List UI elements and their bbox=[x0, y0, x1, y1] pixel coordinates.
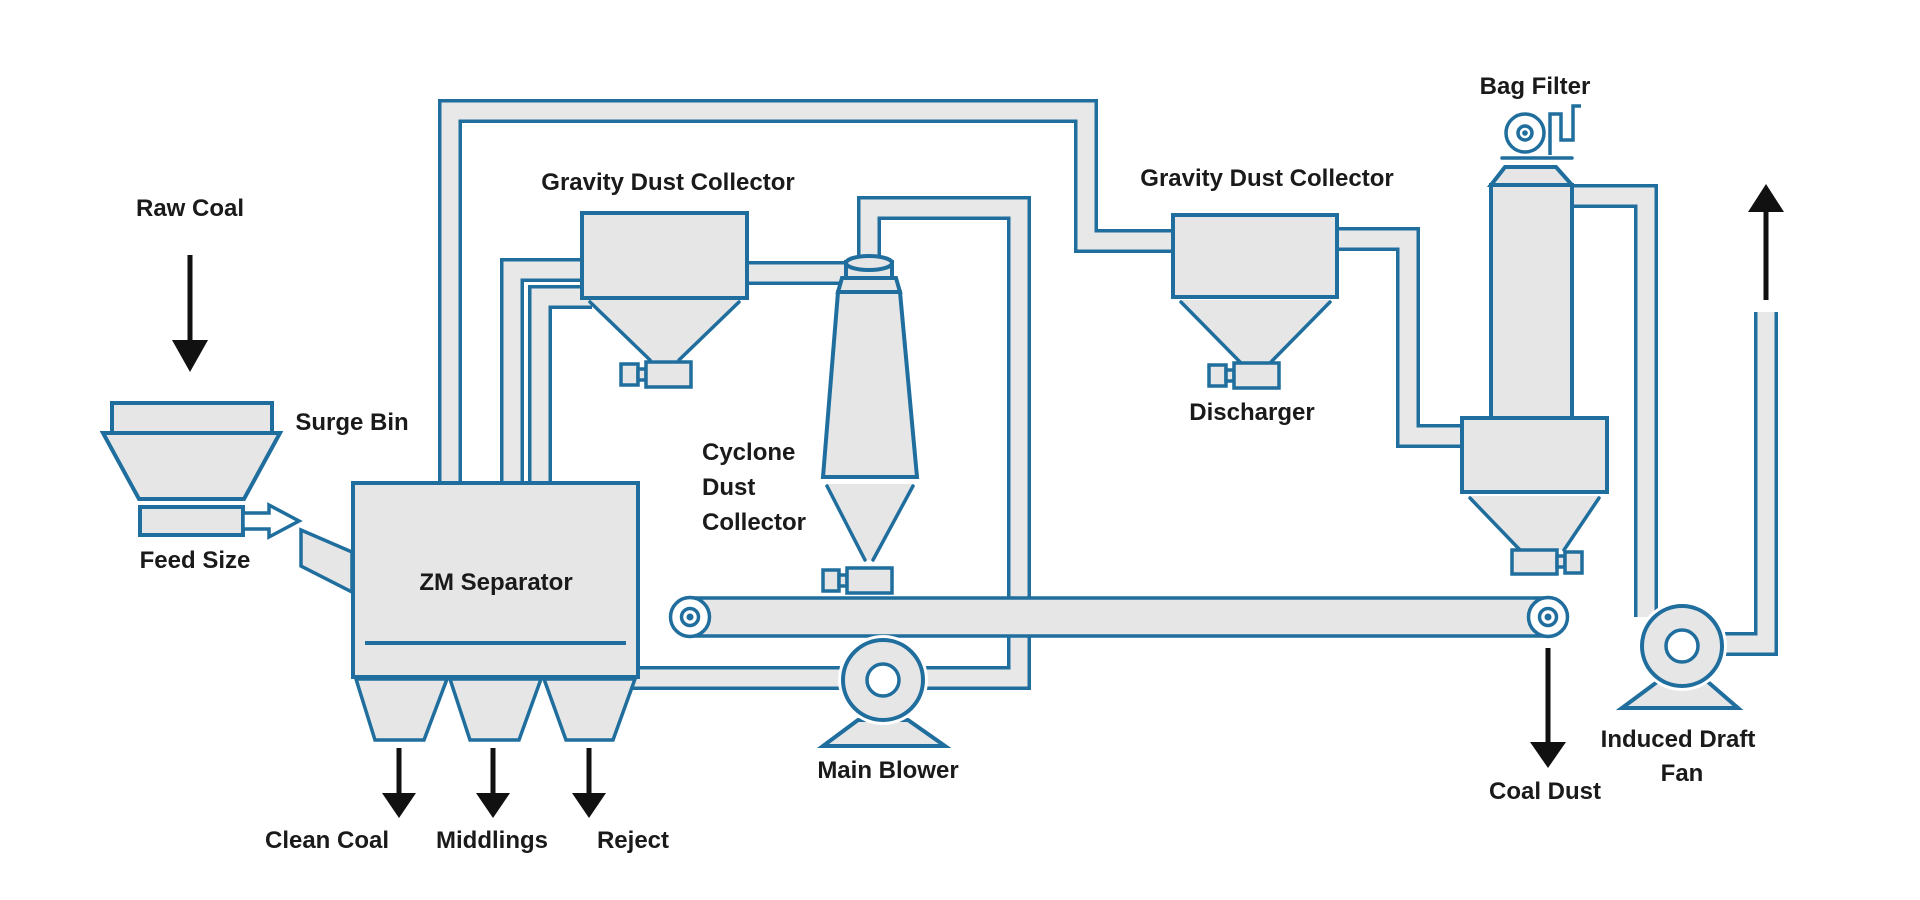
middlings-arrow bbox=[476, 748, 510, 818]
coal-dust-label: Coal Dust bbox=[1489, 778, 1601, 805]
middlings-label: Middlings bbox=[436, 827, 548, 854]
cyclone-label-line3: Collector bbox=[702, 509, 806, 536]
gravity-dust-collector-2-label: Gravity Dust Collector bbox=[1140, 165, 1393, 192]
gravity-dust-collector-1 bbox=[580, 211, 749, 389]
feed-size-label: Feed Size bbox=[140, 547, 251, 574]
discharger-label: Discharger bbox=[1189, 399, 1314, 426]
filter-top bbox=[1486, 165, 1577, 187]
induced-draft-fan-label-line1: Induced Draft bbox=[1601, 726, 1756, 753]
belt bbox=[669, 596, 1569, 638]
pipe-zm-to-gravity-collector-2 bbox=[438, 99, 1182, 497]
feed-arrow-icon bbox=[241, 502, 303, 540]
fan-outlet-icon bbox=[1548, 104, 1581, 155]
cyclone-label-line1: Cyclone bbox=[702, 439, 795, 466]
pipe-bag-filter-to-induced-fan bbox=[1558, 184, 1658, 617]
feeder bbox=[138, 502, 303, 540]
filter-column bbox=[1489, 183, 1574, 420]
induced-draft-fan bbox=[1615, 601, 1744, 710]
conveyor-belt bbox=[668, 595, 1570, 639]
blower-base bbox=[816, 718, 952, 748]
gravity-dust-collector-1-label: Gravity Dust Collector bbox=[541, 169, 794, 196]
pipe-fan-to-exhaust-stack bbox=[1713, 312, 1778, 656]
cyclone-body bbox=[820, 290, 920, 479]
left-pulley-icon bbox=[668, 595, 712, 639]
zm-separator-label: ZM Separator bbox=[419, 569, 572, 596]
raw-coal-arrow bbox=[172, 255, 208, 372]
gravity-dust-collector-2 bbox=[1171, 213, 1339, 390]
surge-bin bbox=[99, 401, 284, 501]
main-blower-label: Main Blower bbox=[817, 757, 958, 784]
filter-lower-box bbox=[1460, 416, 1609, 494]
reject-hopper bbox=[541, 677, 638, 742]
bag-filter bbox=[1460, 104, 1609, 576]
clean-coal-label: Clean Coal bbox=[265, 827, 389, 854]
pipe-zm-to-gravity-collector-1-upper bbox=[500, 258, 594, 497]
rotary-discharger-icon bbox=[1207, 361, 1281, 390]
cyclone-label-line2: Dust bbox=[702, 474, 755, 501]
bag-filter-label: Bag Filter bbox=[1480, 73, 1591, 100]
middlings-hopper bbox=[447, 677, 544, 742]
main-blower bbox=[816, 635, 952, 748]
cyclone-dust-collector bbox=[820, 254, 920, 595]
top-fan-icon bbox=[1500, 104, 1581, 160]
induced-draft-fan-label-line2: Fan bbox=[1661, 760, 1704, 787]
coal-dust-arrow bbox=[1530, 648, 1566, 768]
pipe-gravity-collector-2-to-bag-filter bbox=[1328, 227, 1474, 448]
clean-coal-hopper bbox=[353, 677, 450, 742]
rotary-discharger-icon bbox=[619, 360, 693, 389]
right-pulley-icon bbox=[1526, 595, 1570, 639]
feed-chute bbox=[299, 527, 354, 595]
exhaust-arrow bbox=[1748, 184, 1784, 300]
rotary-discharger-icon bbox=[821, 566, 894, 595]
pipe-zm-to-gravity-collector-1-lower bbox=[528, 285, 594, 497]
reject-label: Reject bbox=[597, 827, 669, 854]
raw-coal-label: Raw Coal bbox=[136, 195, 244, 222]
reject-arrow bbox=[572, 748, 606, 818]
clean-coal-arrow bbox=[382, 748, 416, 818]
rotary-discharger-icon bbox=[1510, 548, 1584, 576]
zm-separator bbox=[351, 481, 640, 742]
surge-bin-label: Surge Bin bbox=[295, 409, 408, 436]
